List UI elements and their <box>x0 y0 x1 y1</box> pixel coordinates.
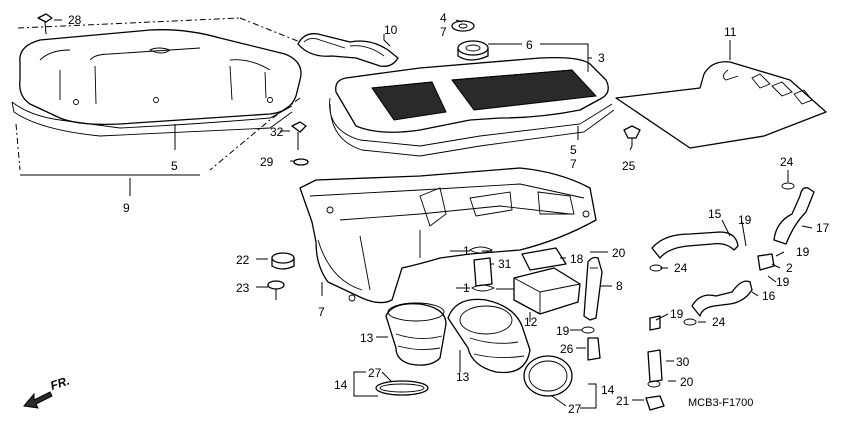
label-13-left: 13 <box>360 331 374 345</box>
screw-28 <box>37 13 53 35</box>
label-30: 30 <box>676 355 690 369</box>
clip-24-low <box>683 318 697 326</box>
label-20-lower: 20 <box>680 375 694 389</box>
label-19-c: 19 <box>776 275 790 289</box>
clip-24-top <box>781 182 795 190</box>
label-19-lower: 19 <box>556 324 570 338</box>
label-10: 10 <box>384 23 398 37</box>
heat-shield-11 <box>615 61 827 149</box>
washer-29 <box>293 158 309 166</box>
cover-18 <box>521 247 567 271</box>
filter-gasket <box>329 97 615 157</box>
label-24-low: 24 <box>712 315 726 329</box>
label-14-left: 14 <box>334 378 348 392</box>
label-15: 15 <box>708 207 722 221</box>
front-arrow-label: FR. <box>49 374 72 393</box>
clip-20-lower <box>647 380 661 388</box>
clip-25 <box>623 125 641 146</box>
label-1-upper: 1 <box>463 244 470 258</box>
label-7-case: 7 <box>318 305 325 319</box>
connector-31 <box>473 257 493 287</box>
air-cleaner-case <box>299 167 597 304</box>
label-7-right: 7 <box>570 157 577 171</box>
band-clamp-14-right <box>523 355 573 407</box>
front-arrow-icon <box>23 391 53 409</box>
label-17: 17 <box>816 221 830 235</box>
label-32: 32 <box>270 125 284 139</box>
label-9: 9 <box>123 201 130 215</box>
label-16: 16 <box>762 289 776 303</box>
label-19-a: 19 <box>738 213 752 227</box>
grommet-22 <box>271 252 295 270</box>
air-filter-element <box>335 56 609 133</box>
leader-lines <box>54 19 813 409</box>
label-19-mid: 19 <box>670 307 684 321</box>
label-21: 21 <box>616 394 630 408</box>
label-18: 18 <box>570 252 584 266</box>
grommet-4 <box>451 20 475 32</box>
label-5-right: 5 <box>570 143 577 157</box>
clip-19-lower <box>581 326 595 334</box>
clip-1-upper <box>469 246 494 254</box>
label-28: 28 <box>68 13 82 27</box>
box-12 <box>513 267 581 315</box>
drawing-code: MCB3-F1700 <box>688 397 753 409</box>
label-20-upper: 20 <box>612 246 626 260</box>
breather-hose-16 <box>691 280 753 317</box>
cover-gasket <box>11 101 293 137</box>
label-4: 4 <box>440 11 447 25</box>
label-5-left: 5 <box>171 159 178 173</box>
air-cleaner-cover <box>19 29 302 126</box>
label-7-top: 7 <box>440 25 447 39</box>
label-6: 6 <box>526 38 533 52</box>
breather-hose-17 <box>773 187 815 245</box>
intake-duct-10 <box>297 33 399 67</box>
label-24-top: 24 <box>780 155 794 169</box>
label-31: 31 <box>498 257 512 271</box>
breather-hose-15 <box>651 231 739 259</box>
intake-funnel-13-right <box>447 298 531 374</box>
label-29: 29 <box>260 155 274 169</box>
label-13-right: 13 <box>456 370 470 384</box>
bolt-23 <box>267 280 285 300</box>
bolt-32 <box>291 121 307 150</box>
intake-funnel-13-left <box>385 302 447 366</box>
label-25: 25 <box>622 159 636 173</box>
part-labels: 28 10 4 7 6 3 11 5 32 29 9 22 23 1 31 18… <box>49 11 830 416</box>
label-12: 12 <box>524 315 538 329</box>
label-26: 26 <box>560 342 574 356</box>
drain-hose-8 <box>583 256 603 321</box>
band-clamp-14-left <box>375 371 429 396</box>
label-27-right: 27 <box>568 402 582 416</box>
grommet-6 <box>457 40 489 61</box>
cap-21 <box>645 395 665 411</box>
label-24-mid: 24 <box>674 261 688 275</box>
label-8: 8 <box>616 279 623 293</box>
plug-26 <box>587 337 601 361</box>
label-22: 22 <box>236 253 250 267</box>
label-23: 23 <box>236 281 250 295</box>
label-27-left: 27 <box>368 366 382 380</box>
label-2: 2 <box>786 261 793 275</box>
joint-30 <box>647 315 663 383</box>
clip-1-lower <box>471 284 496 292</box>
label-3: 3 <box>598 51 605 65</box>
label-11: 11 <box>724 25 737 39</box>
label-19-b: 19 <box>796 245 810 259</box>
tee-joint-2 <box>757 253 775 271</box>
label-1-lower: 1 <box>463 281 470 295</box>
label-14-right: 14 <box>601 383 615 397</box>
